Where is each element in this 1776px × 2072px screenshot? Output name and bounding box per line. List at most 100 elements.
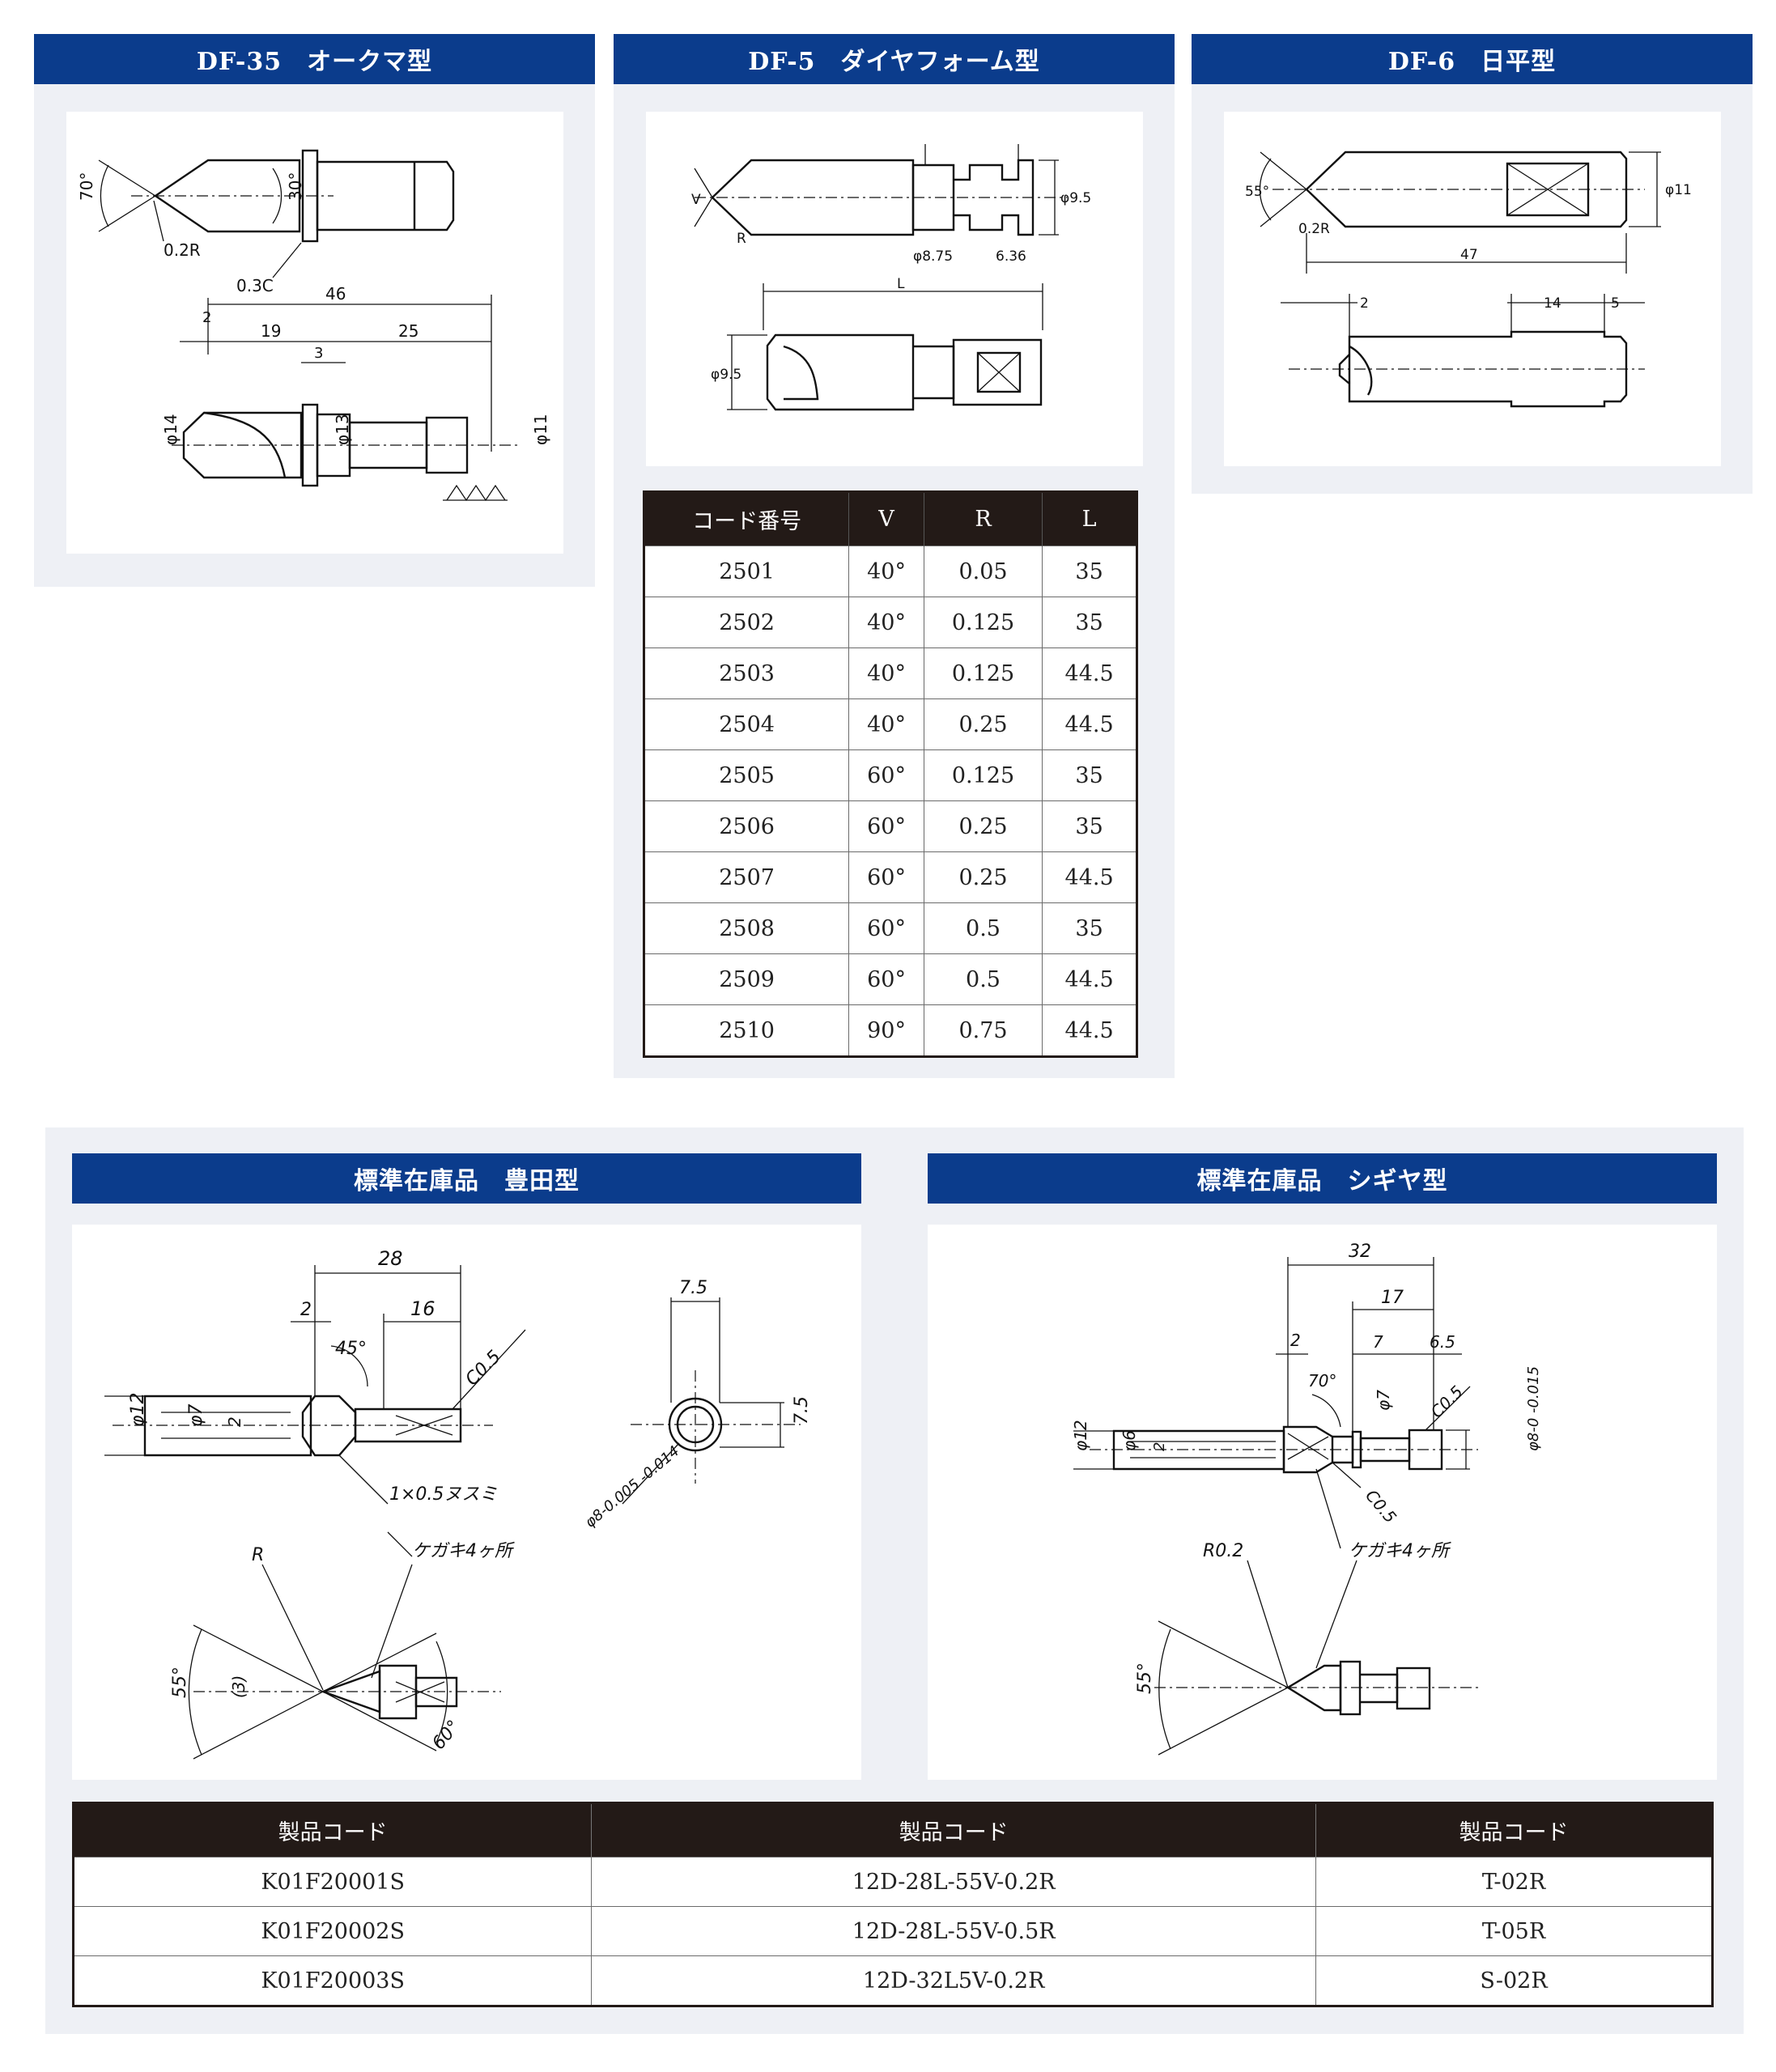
code-cell: 2505 bbox=[643, 749, 850, 801]
r-cell: 0.25 bbox=[923, 698, 1043, 750]
toyoda-drawing: 28 2 16 45° C0.5 φ12 φ7 2 1×0.5ヌスミ R ケガキ… bbox=[72, 1225, 861, 1780]
df6-label-2: φ11 bbox=[1665, 182, 1692, 198]
l-cell: 35 bbox=[1042, 800, 1137, 852]
shigiya-label-2: 2 bbox=[1290, 1331, 1301, 1350]
shigiya-label-9: φ6 bbox=[1120, 1430, 1139, 1451]
df6-label-6: 5 bbox=[1611, 295, 1620, 312]
df5-label-2: φ9.5 bbox=[1060, 190, 1091, 206]
code-cell: 2510 bbox=[643, 1004, 850, 1057]
v-cell: 60° bbox=[848, 851, 924, 903]
toyoda-label-3: 45° bbox=[335, 1339, 367, 1359]
df5-title: DF-5 ダイヤフォーム型 bbox=[614, 34, 1175, 84]
code-cell: 2508 bbox=[643, 902, 850, 954]
l-cell: 35 bbox=[1042, 902, 1137, 954]
shigiya-label-15: 55° bbox=[1135, 1662, 1155, 1694]
toyoda-label-10: ケガキ4ヶ所 bbox=[412, 1541, 515, 1561]
l-cell: 44.5 bbox=[1042, 698, 1137, 750]
toyoda-label-7: 2 bbox=[225, 1416, 244, 1427]
df35-label-1: 0.2R bbox=[164, 240, 201, 260]
v-cell: 40° bbox=[848, 597, 924, 648]
toyoda-label-9: R bbox=[252, 1545, 264, 1565]
l-cell: 44.5 bbox=[1042, 953, 1137, 1005]
shigiya-label-12: φ8-0 -0.015 bbox=[1525, 1366, 1542, 1451]
df35-label-9: φ14 bbox=[161, 414, 181, 445]
product-header-2: 製品コード bbox=[1315, 1802, 1713, 1858]
product-code-cell: T-05R bbox=[1315, 1906, 1713, 1956]
r-cell: 0.25 bbox=[923, 851, 1043, 903]
r-cell: 0.5 bbox=[923, 953, 1043, 1005]
df35-label-3: 0.3C bbox=[236, 276, 274, 295]
r-cell: 0.125 bbox=[923, 597, 1043, 648]
toyoda-label-2: 16 bbox=[410, 1297, 436, 1320]
r-cell: 0.5 bbox=[923, 902, 1043, 954]
product-header-0: 製品コード bbox=[72, 1802, 592, 1858]
v-cell: 60° bbox=[848, 800, 924, 852]
df35-panel: DF-35 オークマ型 70° 0.2R 30° 0.3C 46 2 19 bbox=[34, 34, 595, 587]
shigiya-label-4: 6.5 bbox=[1430, 1332, 1455, 1352]
shigiya-label-13: R0.2 bbox=[1203, 1541, 1243, 1561]
df35-drawing: 70° 0.2R 30° 0.3C 46 2 19 25 3 φ14 bbox=[66, 112, 563, 554]
v-cell: 90° bbox=[848, 1004, 924, 1057]
df5-drawing: V R φ9.5 φ8.75 6.36 L φ9.5 bbox=[646, 112, 1143, 466]
shigiya-label-5: 70° bbox=[1308, 1371, 1336, 1391]
r-cell: 0.75 bbox=[923, 1004, 1043, 1057]
product-code-cell: 12D-28L-55V-0.2R bbox=[591, 1857, 1317, 1907]
df6-label-1: 0.2R bbox=[1298, 221, 1330, 237]
product-code-cell: 12D-28L-55V-0.5R bbox=[591, 1906, 1317, 1956]
df6-label-5: 14 bbox=[1544, 295, 1561, 312]
df5-label-4: 6.36 bbox=[996, 248, 1026, 265]
shigiya-label-3: 7 bbox=[1373, 1332, 1383, 1352]
code-header-3: L bbox=[1042, 491, 1137, 546]
v-cell: 60° bbox=[848, 953, 924, 1005]
code-header-2: R bbox=[923, 491, 1043, 546]
shigiya-label-1: 17 bbox=[1381, 1288, 1404, 1308]
l-cell: 44.5 bbox=[1042, 851, 1137, 903]
v-cell: 60° bbox=[848, 749, 924, 801]
df35-label-10: φ13 bbox=[333, 414, 352, 445]
product-code-cell: K01F20001S bbox=[72, 1857, 593, 1907]
shigiya-label-6: φ7 bbox=[1374, 1390, 1393, 1411]
product-code-cell: S-02R bbox=[1315, 1955, 1713, 2006]
df5-label-5: L bbox=[897, 276, 905, 292]
df5-label-0: V bbox=[691, 192, 701, 208]
product-code-cell: 12D-32L5V-0.2R bbox=[591, 1955, 1317, 2006]
code-header-1: V bbox=[848, 491, 924, 546]
product-code-cell: K01F20002S bbox=[72, 1906, 593, 1956]
product-code-cell: K01F20003S bbox=[72, 1955, 593, 2006]
shigiya-label-10: 2 bbox=[1151, 1442, 1168, 1451]
v-cell: 60° bbox=[848, 902, 924, 954]
df35-label-2: 30° bbox=[286, 172, 305, 201]
code-cell: 2504 bbox=[643, 698, 850, 750]
toyoda-label-11: 55° bbox=[170, 1667, 190, 1698]
code-table-header: コード番号 V R L bbox=[643, 491, 1137, 546]
toyoda-label-12: (3) bbox=[229, 1675, 249, 1698]
df35-label-8: 3 bbox=[314, 345, 323, 362]
product-code-cell: T-02R bbox=[1315, 1857, 1713, 1907]
product-header-1: 製品コード bbox=[591, 1802, 1316, 1858]
df6-drawing: 55° 0.2R φ11 47 2 14 5 bbox=[1224, 112, 1721, 466]
l-cell: 44.5 bbox=[1042, 1004, 1137, 1057]
df35-label-11: φ11 bbox=[531, 414, 550, 445]
df35-title: DF-35 オークマ型 bbox=[34, 34, 595, 84]
df6-title: DF-6 日平型 bbox=[1192, 34, 1753, 84]
df5-label-1: R bbox=[737, 231, 746, 247]
df5-label-3: φ8.75 bbox=[913, 248, 953, 265]
l-cell: 35 bbox=[1042, 546, 1137, 597]
product-table-header: 製品コード 製品コード 製品コード bbox=[72, 1802, 1713, 1858]
r-cell: 0.125 bbox=[923, 749, 1043, 801]
toyoda-label-13: 60° bbox=[428, 1717, 464, 1754]
df6-label-3: 47 bbox=[1460, 247, 1478, 263]
shigiya-label-8: φ12 bbox=[1071, 1420, 1090, 1451]
toyoda-label-6: φ7 bbox=[186, 1403, 206, 1427]
